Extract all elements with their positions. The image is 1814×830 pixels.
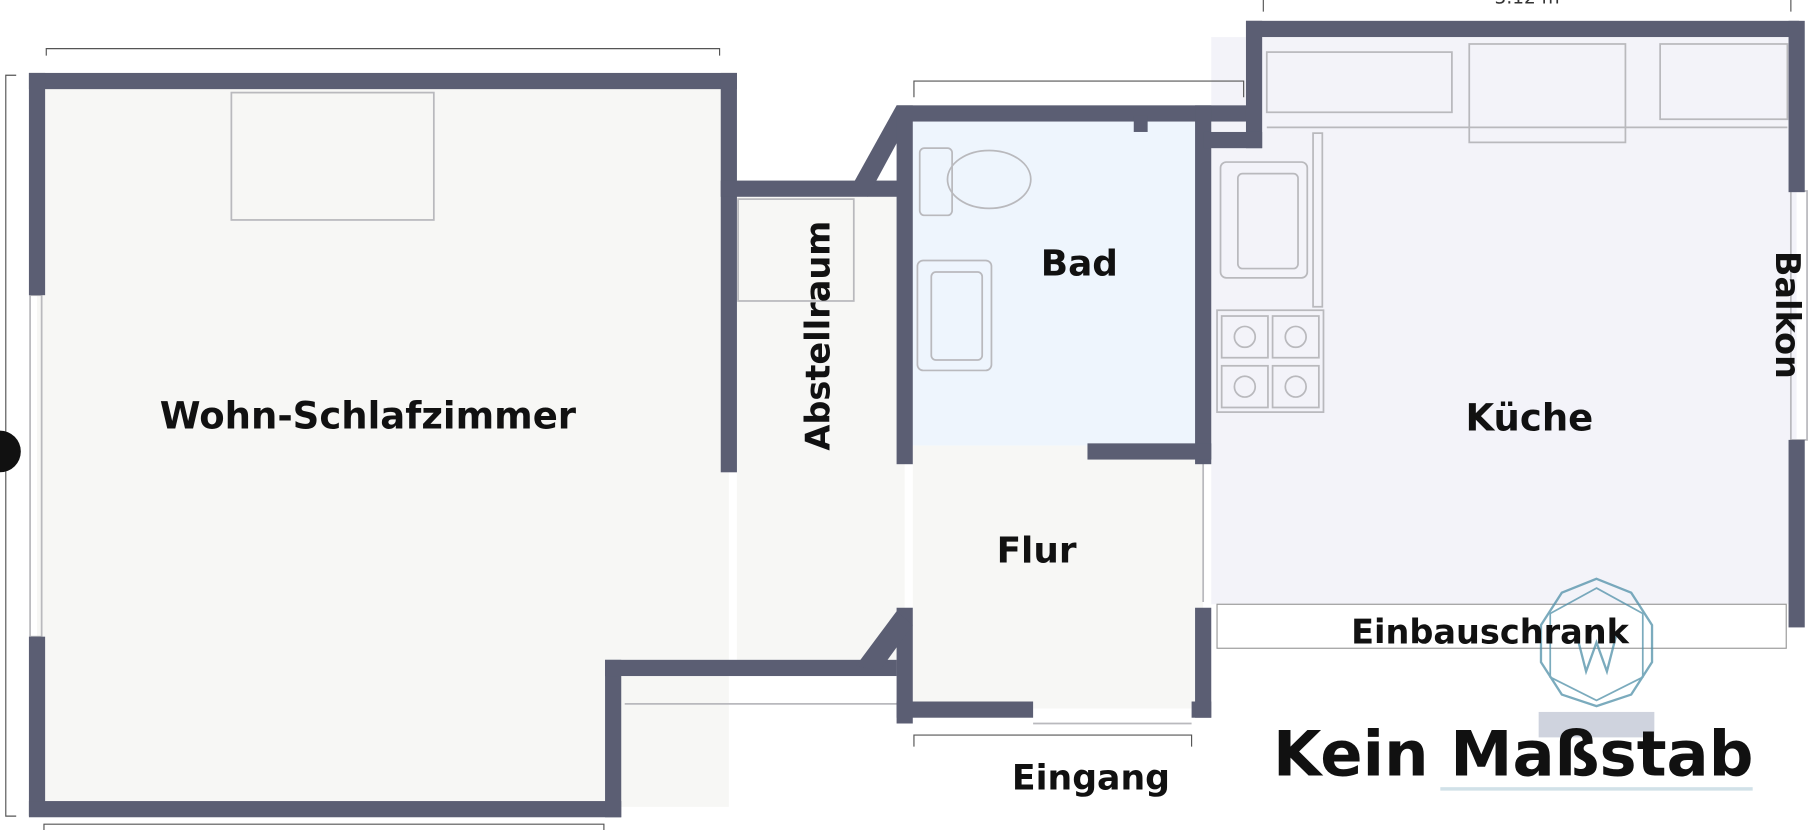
room-label-kitchen: Küche [1466,397,1594,440]
kitchen-sink-basin [1237,172,1299,270]
shelf [737,198,855,302]
fixtures [29,43,1808,725]
kitchen-cabinet [1659,43,1789,121]
kitchen-floor [1211,37,1797,605]
kitchen-sink-icon [1219,161,1309,279]
room-label-balcony: Balkon [1768,251,1807,379]
room-label-entrance: Eingang [1012,758,1170,798]
room-label-living: Wohn-Schlafzimmer [160,394,577,437]
room-label-bath: Bad [1041,243,1118,284]
bed [230,91,435,221]
bath-sink-basin [930,271,984,361]
scale-note: Kein Maßstab [1273,718,1753,791]
counter-top [1265,51,1453,114]
watermark-logo [1440,577,1753,791]
toilet-tank [918,147,953,217]
bath-sink-icon [916,259,993,372]
door-marker [0,430,21,473]
bath-floor [912,121,1204,446]
room-label-hall: Flur [997,531,1077,572]
storage-floor [736,196,905,670]
toilet-icon [946,149,1032,210]
walls [0,20,1805,818]
watermark-frame-inner [1549,587,1644,702]
watermark-w-mark [1574,630,1619,676]
watermark-wordmark [1538,711,1655,738]
watermark-frame-outer [1539,577,1654,708]
living-floor [37,83,729,807]
stove-burners [1220,315,1320,409]
kitchen-width-dimension: 3.12 m [1495,0,1560,8]
hall-floor [912,445,1204,709]
room-label-wardrobe: Einbauschrank [1351,613,1630,652]
kitchen-cabinet [1468,43,1627,144]
watermark-tagline-bar [1440,787,1753,791]
room-label-storage: Abstellraum [798,221,837,451]
stove-icon [1216,309,1325,413]
kitchen-counter-edge [1312,132,1324,308]
wardrobe-area [1216,603,1787,649]
